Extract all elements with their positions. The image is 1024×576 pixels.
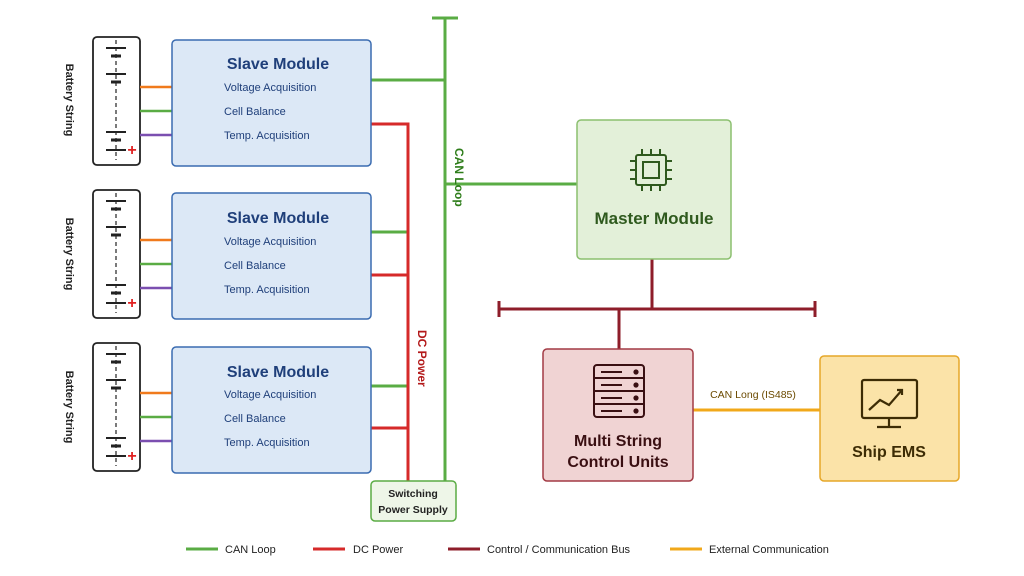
can-loop-label: CAN Loop: [452, 148, 466, 207]
can-loop-bus: [370, 16, 578, 482]
legend-label: DC Power: [353, 544, 403, 556]
power-supply-line-2: Power Supply: [378, 504, 448, 516]
voltage-acquisition-label: Voltage Acquisition: [224, 236, 316, 248]
battery-string-label: Battery String: [63, 218, 75, 291]
slave-module-box: [171, 39, 372, 167]
positive-terminal-icon: +: [127, 295, 136, 312]
cpu-chip-icon: [630, 149, 672, 191]
dc-power-label: DC Power: [415, 330, 429, 387]
master-module-title: Master Module: [594, 209, 713, 228]
cell-balance-label: Cell Balance: [224, 413, 286, 425]
multi-string-control-units: Multi String Control Units: [542, 348, 694, 482]
can-long-label: CAN Long (IS485): [710, 389, 796, 401]
positive-terminal-icon: +: [127, 142, 136, 159]
voltage-acquisition-label: Voltage Acquisition: [224, 82, 316, 94]
battery-string-label: Battery String: [63, 371, 75, 444]
battery-string: [92, 36, 141, 166]
legend-item-dc-power: DC Power: [313, 544, 403, 556]
cell-balance-label: Cell Balance: [224, 106, 286, 118]
ship-ems: Ship EMS: [819, 355, 960, 482]
legend-label: External Communication: [709, 544, 829, 556]
legend-item-control-bus: Control / Communication Bus: [448, 544, 631, 556]
legend-item-external-communication: External Communication: [670, 544, 829, 556]
battery-string-label: Battery String: [63, 64, 75, 137]
temp-acquisition-label: Temp. Acquisition: [224, 437, 310, 449]
switching-power-supply: Switching Power Supply: [370, 480, 457, 522]
legend: CAN Loop DC Power Control / Communicatio…: [186, 544, 829, 556]
slave-module-title: Slave Module: [227, 210, 329, 227]
slave-row-2: Battery String + Slave Module Voltage Ac…: [63, 189, 372, 320]
battery-string: [92, 189, 141, 319]
legend-label: CAN Loop: [225, 544, 276, 556]
slave-module-title: Slave Module: [227, 56, 329, 73]
temp-acquisition-label: Temp. Acquisition: [224, 284, 310, 296]
voltage-acquisition-label: Voltage Acquisition: [224, 389, 316, 401]
multi-string-title-line-1: Multi String: [574, 433, 662, 450]
slave-row-1: Battery String + Slave Module Voltage Ac…: [63, 36, 372, 167]
slave-module-title: Slave Module: [227, 364, 329, 381]
positive-terminal-icon: +: [127, 448, 136, 465]
slave-module-box: [171, 192, 372, 320]
cell-balance-label: Cell Balance: [224, 260, 286, 272]
legend-item-can-loop: CAN Loop: [186, 544, 276, 556]
monitor-chart-icon: [860, 378, 919, 429]
battery-string: [92, 342, 141, 472]
ship-ems-title: Ship EMS: [852, 444, 926, 461]
dc-power-bus: [370, 122, 410, 482]
server-rack-icon: [593, 364, 645, 418]
slave-row-3: Battery String + Slave Module Voltage Ac…: [63, 342, 372, 474]
temp-acquisition-label: Temp. Acquisition: [224, 130, 310, 142]
slave-module-box: [171, 346, 372, 474]
master-module: Master Module: [576, 119, 732, 260]
legend-label: Control / Communication Bus: [487, 544, 631, 556]
multi-string-title-line-2: Control Units: [567, 454, 668, 471]
control-communication-bus: [497, 258, 817, 349]
power-supply-line-1: Switching: [388, 488, 438, 500]
